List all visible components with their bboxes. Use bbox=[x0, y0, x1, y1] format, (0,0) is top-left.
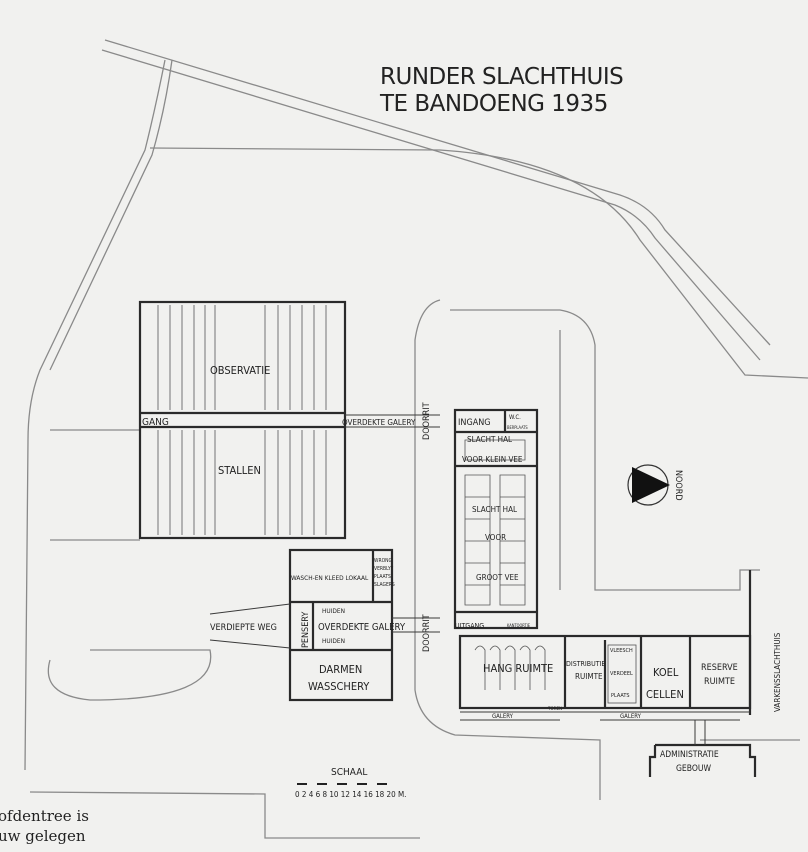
stallen-block bbox=[138, 300, 440, 540]
label-berplaats: BERPLAATS bbox=[507, 425, 528, 430]
label-doorrit-bottom: DOORRIT bbox=[422, 614, 432, 652]
label-distributie-1: DISTRIBUTIE bbox=[566, 660, 605, 668]
label-wc: W.C. bbox=[509, 414, 521, 421]
label-slachthal-groot-2: VOOR bbox=[485, 533, 506, 542]
label-slachthal-klein-1: SLACHT HAL bbox=[467, 435, 512, 444]
hang-block bbox=[458, 570, 757, 777]
label-gang: GANG bbox=[142, 417, 169, 428]
label-toren: TOREN bbox=[547, 706, 562, 712]
label-observatie: OBSERVATIE bbox=[210, 364, 270, 377]
label-admin-1: ADMINISTRATIE bbox=[660, 750, 719, 760]
label-wrong-3: PLAATS bbox=[374, 574, 391, 580]
label-wrong-2: VERBLYF bbox=[374, 566, 394, 572]
caption-line2: uw gelegen bbox=[0, 827, 86, 845]
label-penserij: PENSERY bbox=[301, 612, 311, 648]
roads bbox=[24, 39, 808, 800]
label-doorrit-top: DOORRIT bbox=[422, 402, 432, 440]
label-admin-2: GEBOUW bbox=[676, 764, 711, 774]
label-noord: NOORD bbox=[673, 470, 683, 501]
title-line2: TE BANDOENG 1935 bbox=[379, 91, 608, 117]
label-vleesch-2: VERDEEL bbox=[610, 671, 633, 677]
label-kantoortje: KANTOORTJE bbox=[507, 623, 531, 628]
label-wrong-1: WRONG bbox=[374, 558, 392, 564]
label-galery-1: GALERY bbox=[492, 713, 514, 720]
label-galery-2: GALERY bbox=[620, 713, 642, 720]
label-varkensslachthuis: VARKENSSLACHTHUIS bbox=[773, 632, 782, 712]
label-reserve-2: RUIMTE bbox=[704, 677, 735, 687]
scale-title: SCHAAL bbox=[331, 767, 367, 778]
slachthal-block bbox=[453, 408, 539, 630]
label-overdekte-galery-bottom: OVERDEKTE GALERY bbox=[318, 622, 406, 633]
label-distributie-2: RUIMTE bbox=[575, 672, 603, 681]
label-reserve-1: RESERVE bbox=[701, 663, 738, 673]
label-stallen: STALLEN bbox=[218, 464, 261, 477]
wasch-block bbox=[209, 548, 440, 702]
label-verdiepte-weg: VERDIEPTE WEG bbox=[210, 623, 277, 633]
north-arrow-icon bbox=[627, 464, 670, 506]
label-wasch-kleed: WASCH-EN KLEED LOKAAL bbox=[291, 574, 369, 582]
label-hang-ruimte: HANG RUIMTE bbox=[483, 662, 553, 675]
label-vleesch-1: VLEESCH bbox=[610, 648, 633, 654]
scale-ticks: 0 2 4 6 8 10 12 14 16 18 20 M. bbox=[295, 790, 406, 799]
label-vleesch-3: PLAATS bbox=[611, 693, 630, 699]
caption-line1: ofdentree is bbox=[0, 807, 89, 825]
label-slachthal-groot-3: GROOT VEE bbox=[476, 573, 519, 582]
title-line1: RUNDER SLACHTHUIS bbox=[380, 64, 623, 90]
label-ingang: INGANG bbox=[458, 418, 491, 428]
label-koel-2: CELLEN bbox=[646, 688, 684, 701]
label-koel-1: KOEL bbox=[653, 666, 679, 679]
label-slachthal-groot-1: SLACHT HAL bbox=[472, 505, 517, 514]
label-huiden-2: HUIDEN bbox=[322, 637, 345, 645]
label-darmen-1: DARMEN bbox=[319, 663, 362, 676]
label-uitgang: UITGANG bbox=[455, 622, 484, 630]
label-slachthal-klein-2: VOOR KLEIN VEE bbox=[462, 455, 523, 464]
label-wrong-4: SLAGERS bbox=[374, 582, 395, 588]
label-huiden-1: HUIDEN bbox=[322, 607, 345, 615]
label-darmen-2: WASSCHERY bbox=[308, 680, 370, 693]
label-overdekte-galery-top: OVERDEKTE GALERY bbox=[342, 418, 416, 427]
